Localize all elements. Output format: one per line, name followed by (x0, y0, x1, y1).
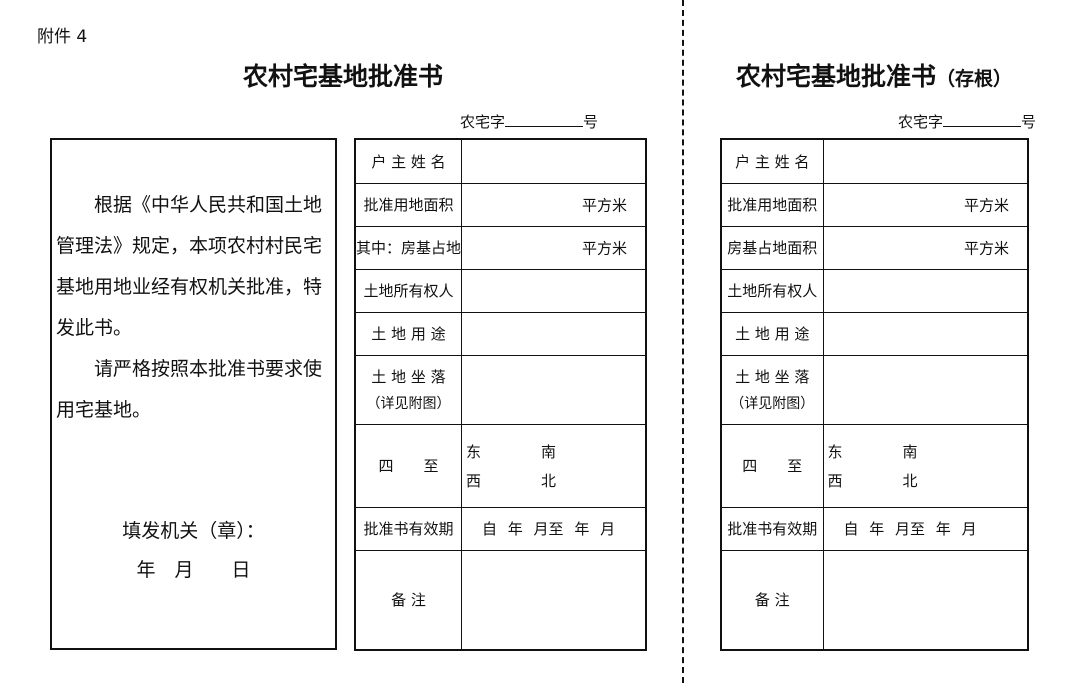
cut-line (682, 0, 684, 683)
west: 西 (827, 471, 843, 490)
approved-area-field[interactable]: 平方米 (822, 182, 1029, 227)
land-use-field[interactable] (461, 311, 647, 356)
label-remarks: 备 注 (354, 549, 463, 651)
location-note: （详见附图） (366, 396, 451, 412)
land-owner-field[interactable] (822, 268, 1029, 313)
label-land-use: 土 地 用 途 (720, 311, 824, 356)
stub-title: 农村宅基地批准书（存根） (736, 57, 1012, 93)
validity-field[interactable]: 自 年 月至 年 月 (822, 506, 1029, 551)
label-land-owner: 土地所有权人 (354, 268, 463, 313)
number-suffix: 号 (1021, 113, 1037, 131)
label-owner: 户 主 姓 名 (720, 138, 824, 184)
label-boundaries: 四 至 (720, 423, 824, 508)
east: 东 (827, 442, 843, 461)
south: 南 (541, 442, 557, 461)
land-owner-field[interactable] (461, 268, 647, 313)
stub-title-text: 农村宅基地批准书 (736, 62, 937, 91)
approval-table: 户 主 姓 名 批准用地面积平方米 其中：房基占地平方米 土地所有权人 土 地 … (354, 138, 647, 651)
location-label: 土 地 坐 落 (371, 368, 446, 386)
house-area-field[interactable]: 平方米 (822, 225, 1029, 270)
label-location: 土 地 坐 落 （详见附图） (720, 354, 824, 425)
number-blank[interactable] (943, 113, 1022, 127)
approval-body: 根据《中华人民共和国土地管理法》规定，本项农村村民宅基地用地业经有权机关批准，特… (56, 185, 336, 431)
location-field[interactable] (461, 354, 647, 425)
south: 南 (902, 442, 918, 461)
location-field[interactable] (822, 354, 1029, 425)
approved-area-field[interactable]: 平方米 (461, 182, 647, 227)
issuer-label: 填发机关（章）： (122, 520, 265, 542)
attachment-label: 附件 4 (37, 27, 88, 47)
issue-date: 年 月 日 (136, 559, 251, 581)
west: 西 (466, 471, 482, 490)
remarks-field[interactable] (822, 549, 1029, 651)
unit: 平方米 (581, 239, 627, 257)
location-label: 土 地 坐 落 (735, 368, 810, 386)
label-validity: 批准书有效期 (720, 506, 824, 551)
label-house-area: 房基占地面积 (720, 225, 824, 270)
approval-number: 农宅字 号 (460, 111, 598, 132)
owner-field[interactable] (822, 138, 1029, 184)
approval-text-box: 根据《中华人民共和国土地管理法》规定，本项农村村民宅基地用地业经有权机关批准，特… (50, 138, 337, 650)
stub-number: 农宅字 号 (898, 111, 1036, 132)
label-approved-area: 批准用地面积 (720, 182, 824, 227)
number-suffix: 号 (583, 113, 599, 131)
owner-field[interactable] (461, 138, 647, 184)
label-owner: 户 主 姓 名 (354, 138, 463, 184)
label-house-area: 其中：房基占地 (354, 225, 463, 270)
label-remarks: 备 注 (720, 549, 824, 651)
approval-title: 农村宅基地批准书 (243, 62, 444, 91)
label-land-owner: 土地所有权人 (720, 268, 824, 313)
label-location: 土 地 坐 落 （详见附图） (354, 354, 463, 425)
land-use-field[interactable] (822, 311, 1029, 356)
label-boundaries: 四 至 (354, 423, 463, 508)
validity-field[interactable]: 自 年 月至 年 月 (461, 506, 647, 551)
body-paragraph-2: 请严格按照本批准书要求使用宅基地。 (56, 358, 323, 421)
label-approved-area: 批准用地面积 (354, 182, 463, 227)
label-validity: 批准书有效期 (354, 506, 463, 551)
label-land-use: 土 地 用 途 (354, 311, 463, 356)
north: 北 (541, 471, 557, 490)
east: 东 (466, 442, 482, 461)
stub-table: 户 主 姓 名 批准用地面积平方米 房基占地面积平方米 土地所有权人 土 地 用… (720, 138, 1029, 651)
unit: 平方米 (581, 196, 627, 214)
unit: 平方米 (963, 196, 1009, 214)
house-area-field[interactable]: 平方米 (461, 225, 647, 270)
body-paragraph-1: 根据《中华人民共和国土地管理法》规定，本项农村村民宅基地用地业经有权机关批准，特… (56, 194, 323, 339)
number-prefix: 农宅字 (460, 113, 506, 131)
unit: 平方米 (963, 239, 1009, 257)
north: 北 (902, 471, 918, 490)
remarks-field[interactable] (461, 549, 647, 651)
number-blank[interactable] (505, 113, 584, 127)
number-prefix: 农宅字 (898, 113, 944, 131)
location-note: （详见附图） (730, 396, 815, 412)
boundaries-field[interactable]: 东 南西 北 (822, 423, 1029, 508)
boundaries-field[interactable]: 东 南西 北 (461, 423, 647, 508)
stub-title-suffix: （存根） (936, 68, 1013, 90)
